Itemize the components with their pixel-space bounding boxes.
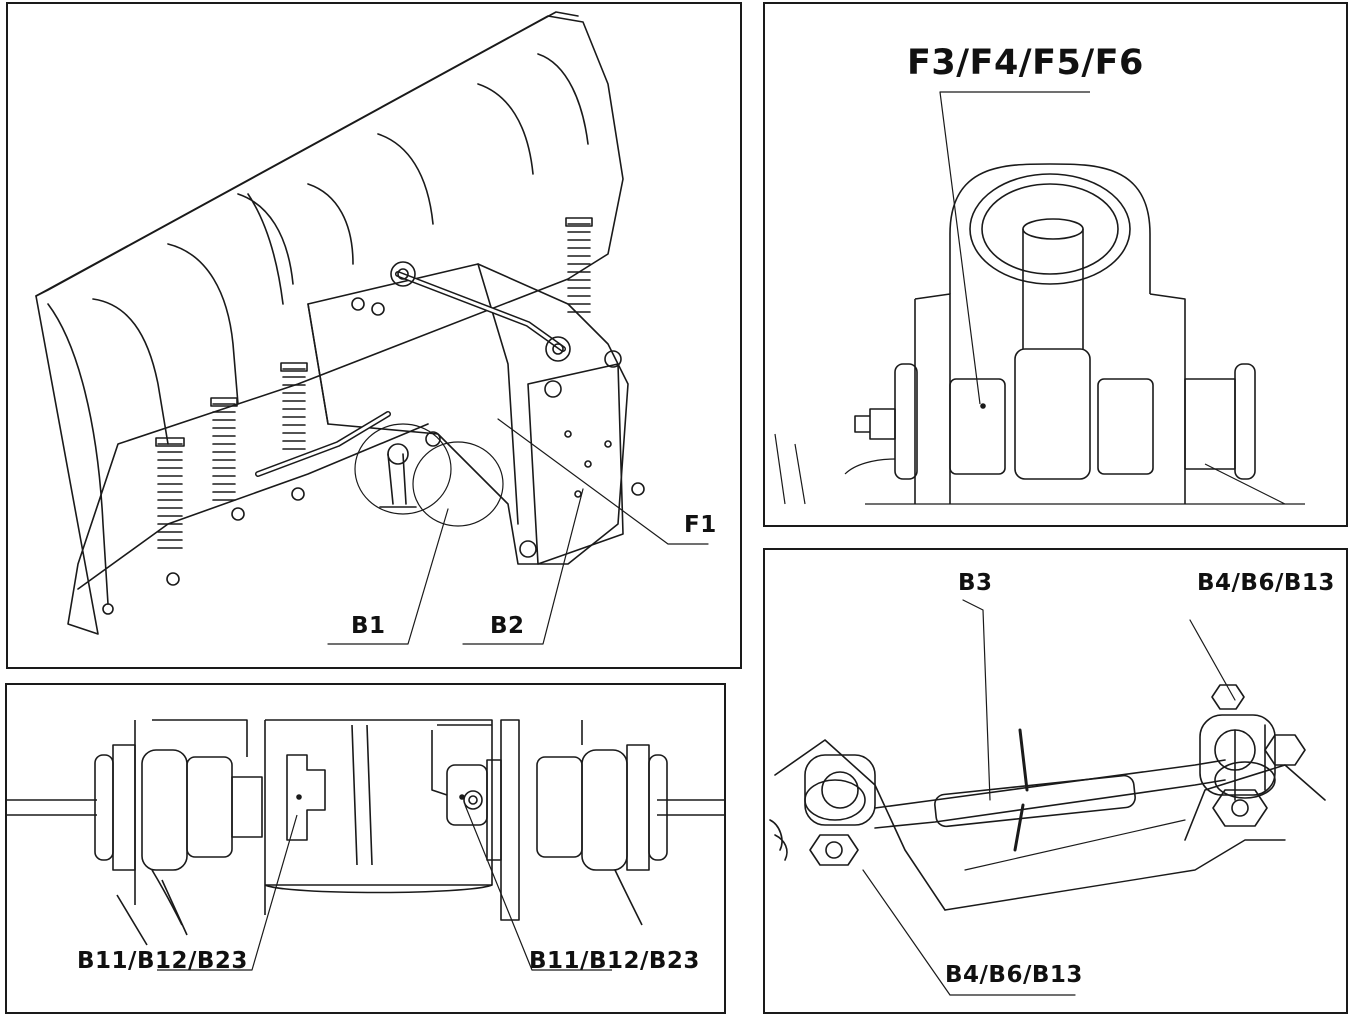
label-f1: F1	[684, 512, 717, 538]
washer-right	[1234, 363, 1256, 480]
washer-left	[894, 363, 918, 480]
leader-b2	[462, 488, 584, 645]
mounting-plate	[527, 363, 624, 565]
bolts	[102, 261, 645, 615]
turnbuckle-body	[934, 774, 1136, 828]
label-left-b11: B11/B12/B23	[77, 948, 248, 974]
axle-drawing	[7, 719, 724, 971]
linkage-detail-panel: B3 B4/B6/B13 B4/B6/B13	[763, 548, 1348, 1014]
label-bottom-b4: B4/B6/B13	[945, 962, 1083, 988]
leader-top	[1189, 619, 1236, 701]
right-nut-top	[1211, 684, 1245, 710]
blade-ribs	[92, 53, 589, 445]
center-block	[265, 719, 493, 886]
right-nut-side	[1264, 734, 1306, 766]
leader-left	[157, 814, 298, 971]
leader-f3-f6	[939, 91, 1090, 405]
blade-face-mid	[247, 193, 284, 305]
bolt-right	[463, 790, 483, 810]
shaft	[7, 799, 724, 816]
pivot-rod	[1022, 229, 1084, 349]
key-left	[286, 754, 326, 841]
left-bushing	[141, 749, 188, 871]
hydraulic-ram	[255, 411, 391, 477]
right-nut-lower	[1212, 789, 1268, 827]
blade-face-left	[47, 303, 109, 605]
overview-panel: F1 B1 B2	[6, 2, 742, 669]
bushing-center	[1014, 348, 1091, 480]
pivot-detail-panel: F3/F4/F5/F6	[763, 2, 1348, 527]
label-f3-f6: F3/F4/F5/F6	[907, 43, 1144, 83]
parking-foot	[379, 453, 417, 508]
bolt-right-housing	[431, 724, 492, 796]
linkage-drawing	[769, 599, 1326, 996]
label-b2: B2	[490, 613, 525, 639]
leader-bottom	[862, 869, 1076, 996]
leader-right	[464, 804, 612, 971]
blade-outline	[35, 15, 624, 635]
pivot-housing	[949, 163, 1151, 294]
label-right-b11: B11/B12/B23	[529, 948, 700, 974]
pivot-drawing	[774, 91, 1305, 505]
blade-lower-edge	[77, 423, 429, 590]
label-top-b4: B4/B6/B13	[1197, 570, 1335, 596]
nut-right	[1184, 378, 1236, 470]
plow-overview-drawing	[35, 11, 709, 645]
side-plate-left	[914, 293, 951, 504]
leader-b1	[327, 508, 449, 645]
right-bushing	[581, 749, 628, 871]
leader-f1	[497, 418, 709, 545]
coil-springs	[155, 217, 593, 549]
side-plate-right	[1149, 293, 1186, 504]
leader-b3	[962, 599, 991, 801]
left-nut	[809, 834, 859, 866]
left-end-washer	[94, 754, 114, 861]
blade-top-edge	[35, 11, 579, 297]
bushing-right	[1097, 378, 1154, 475]
axle-detail-panel: B11/B12/B23 B11/B12/B23	[5, 683, 726, 1014]
right-end-washer	[648, 754, 668, 861]
label-b3: B3	[958, 570, 993, 596]
left-clevis	[804, 754, 876, 866]
right-clevis	[1199, 684, 1306, 827]
detail-circle-b	[412, 441, 504, 527]
label-b1: B1	[351, 613, 386, 639]
bushing-left	[949, 378, 1006, 475]
detail-circle-a	[354, 423, 452, 515]
top-link	[395, 271, 566, 352]
